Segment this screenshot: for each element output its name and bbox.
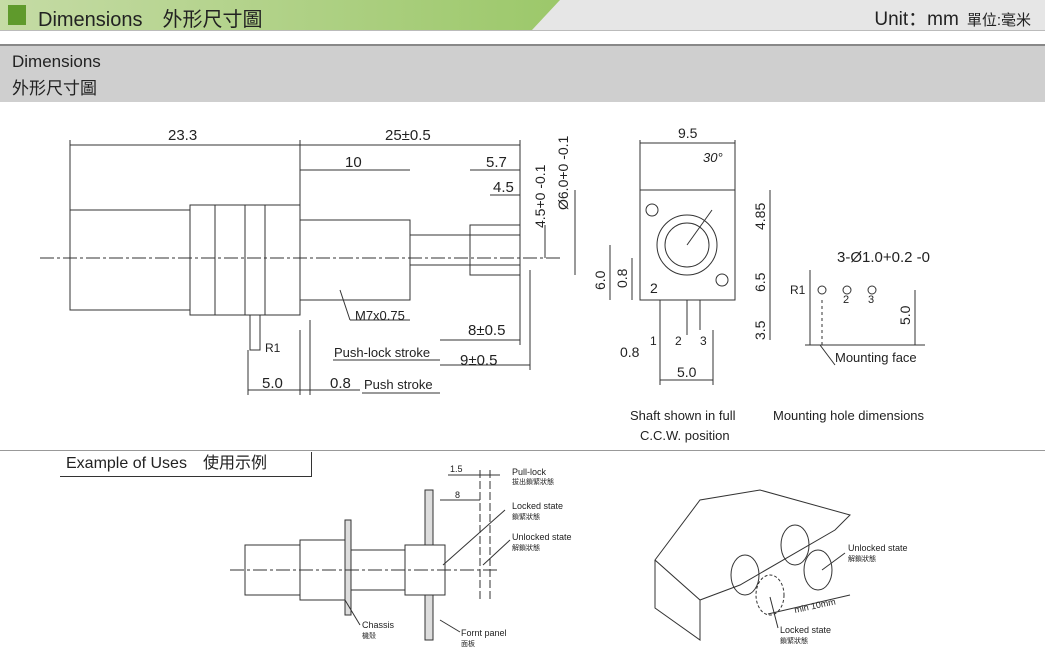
side-view: 23.3 25±0.5 10 5.7 4.5 4.5+0 -0.1 Ø6.0+0… <box>40 127 576 395</box>
chassis-label: Chassis <box>362 620 395 630</box>
front-panel-label: Fornt panel <box>461 628 507 638</box>
chassis-cn: 機殼 <box>362 631 376 640</box>
uses-iso-drawing: Unlocked state 解鎖狀態 min 10mm Locked stat… <box>654 489 908 645</box>
holes-spec: 3-Ø1.0+0.2 -0 <box>837 249 930 266</box>
section-header: Dimensions 外形尺寸圖 <box>0 44 1045 102</box>
header-marker <box>8 5 26 25</box>
dim-0-8a: 0.8 <box>614 268 630 288</box>
header-title: Dimensions 外形尺寸圖 <box>38 9 263 31</box>
iso-unlocked-label: Unlocked state <box>848 543 908 553</box>
mounting-face: Mounting face <box>835 350 917 365</box>
dim-4-85: 4.85 <box>752 203 768 230</box>
hole-2: 2 <box>843 294 849 306</box>
dim-10: 10 <box>345 154 362 171</box>
dim-4-5: 4.5 <box>493 179 514 196</box>
dim-5-0: 5.0 <box>262 375 283 392</box>
dim-2: 2 <box>650 280 658 296</box>
thread-label: M7x0.75 <box>355 308 405 323</box>
hole-caption: Mounting hole dimensions <box>773 408 925 423</box>
unit-cn: 單位:毫米 <box>966 12 1031 29</box>
iso-unlocked-cn: 解鎖狀態 <box>848 554 876 563</box>
section-title: Dimensions <box>12 52 101 71</box>
dim-6-5: 6.5 <box>752 272 768 292</box>
iso-locked-label: Locked state <box>780 625 831 635</box>
hole-view: 3-Ø1.0+0.2 -0 R1 2 3 5.0 Mounting face M… <box>773 249 930 423</box>
pin-3: 3 <box>700 334 707 348</box>
iso-locked-cn: 鎖緊狀態 <box>780 636 808 645</box>
uses-dim-1-5: 1.5 <box>450 464 463 474</box>
uses-title: Example of Uses 使用示例 <box>60 452 312 477</box>
header-accent <box>0 0 560 30</box>
hole-r1: R1 <box>790 283 806 297</box>
dim-5-7: 5.7 <box>486 154 507 171</box>
locked-label: Locked state <box>512 501 563 511</box>
hole-3: 3 <box>868 294 874 306</box>
header-bar: Dimensions 外形尺寸圖 Unit：mm 單位:毫米 <box>0 0 1045 31</box>
push-stroke-label: Push stroke <box>364 377 433 392</box>
section-title-cn: 外形尺寸圖 <box>12 79 97 98</box>
dim-23-3: 23.3 <box>168 127 197 144</box>
dim-6-0: 6.0 <box>592 270 608 290</box>
caption-1: Shaft shown in full <box>630 408 736 423</box>
unlocked-label: Unlocked state <box>512 532 572 542</box>
front-view: 9.5 30° 4.85 6.0 0.8 2 6.5 3.5 0.8 1 2 3… <box>592 125 771 443</box>
hole-dim-5: 5.0 <box>897 305 913 325</box>
dim-dia6: Ø6.0+0 -0.1 <box>555 135 571 210</box>
dim-0-8b: 0.8 <box>620 344 640 360</box>
dim-3-5: 3.5 <box>752 320 768 340</box>
unit-label: Unit：mm 單位:毫米 <box>874 4 1031 31</box>
unit-en: Unit：mm <box>874 9 959 30</box>
unlocked-cn: 解鎖狀態 <box>512 543 540 552</box>
pin-2: 2 <box>675 334 682 348</box>
pin-1: 1 <box>650 334 657 348</box>
locked-cn: 鎖緊狀態 <box>512 512 540 521</box>
dim-9-5: 9.5 <box>678 125 698 141</box>
angle-label: 30° <box>703 150 723 165</box>
dim-5-0-front: 5.0 <box>677 364 697 380</box>
pull-lock-cn: 拔出鎖緊狀態 <box>512 477 554 486</box>
pull-lock-label: Pull-lock <box>512 467 547 477</box>
dim-4-5-tol: 4.5+0 -0.1 <box>532 164 548 228</box>
caption-2: C.C.W. position <box>640 428 730 443</box>
divider <box>0 450 1045 451</box>
push-lock-label: Push-lock stroke <box>334 345 430 360</box>
uses-side-drawing: 1.5 8 Pull-lock 拔出鎖緊狀態 Locked state 鎖緊狀態… <box>230 464 572 648</box>
min-10mm: min 10mm <box>793 596 836 615</box>
dim-25: 25±0.5 <box>385 127 431 144</box>
dim-9: 9±0.5 <box>460 352 497 369</box>
uses-dim-8: 8 <box>455 490 460 500</box>
r1-label: R1 <box>265 341 281 355</box>
dim-8: 8±0.5 <box>468 322 505 339</box>
dim-0-8: 0.8 <box>330 375 351 392</box>
front-panel-cn: 面板 <box>461 639 475 648</box>
